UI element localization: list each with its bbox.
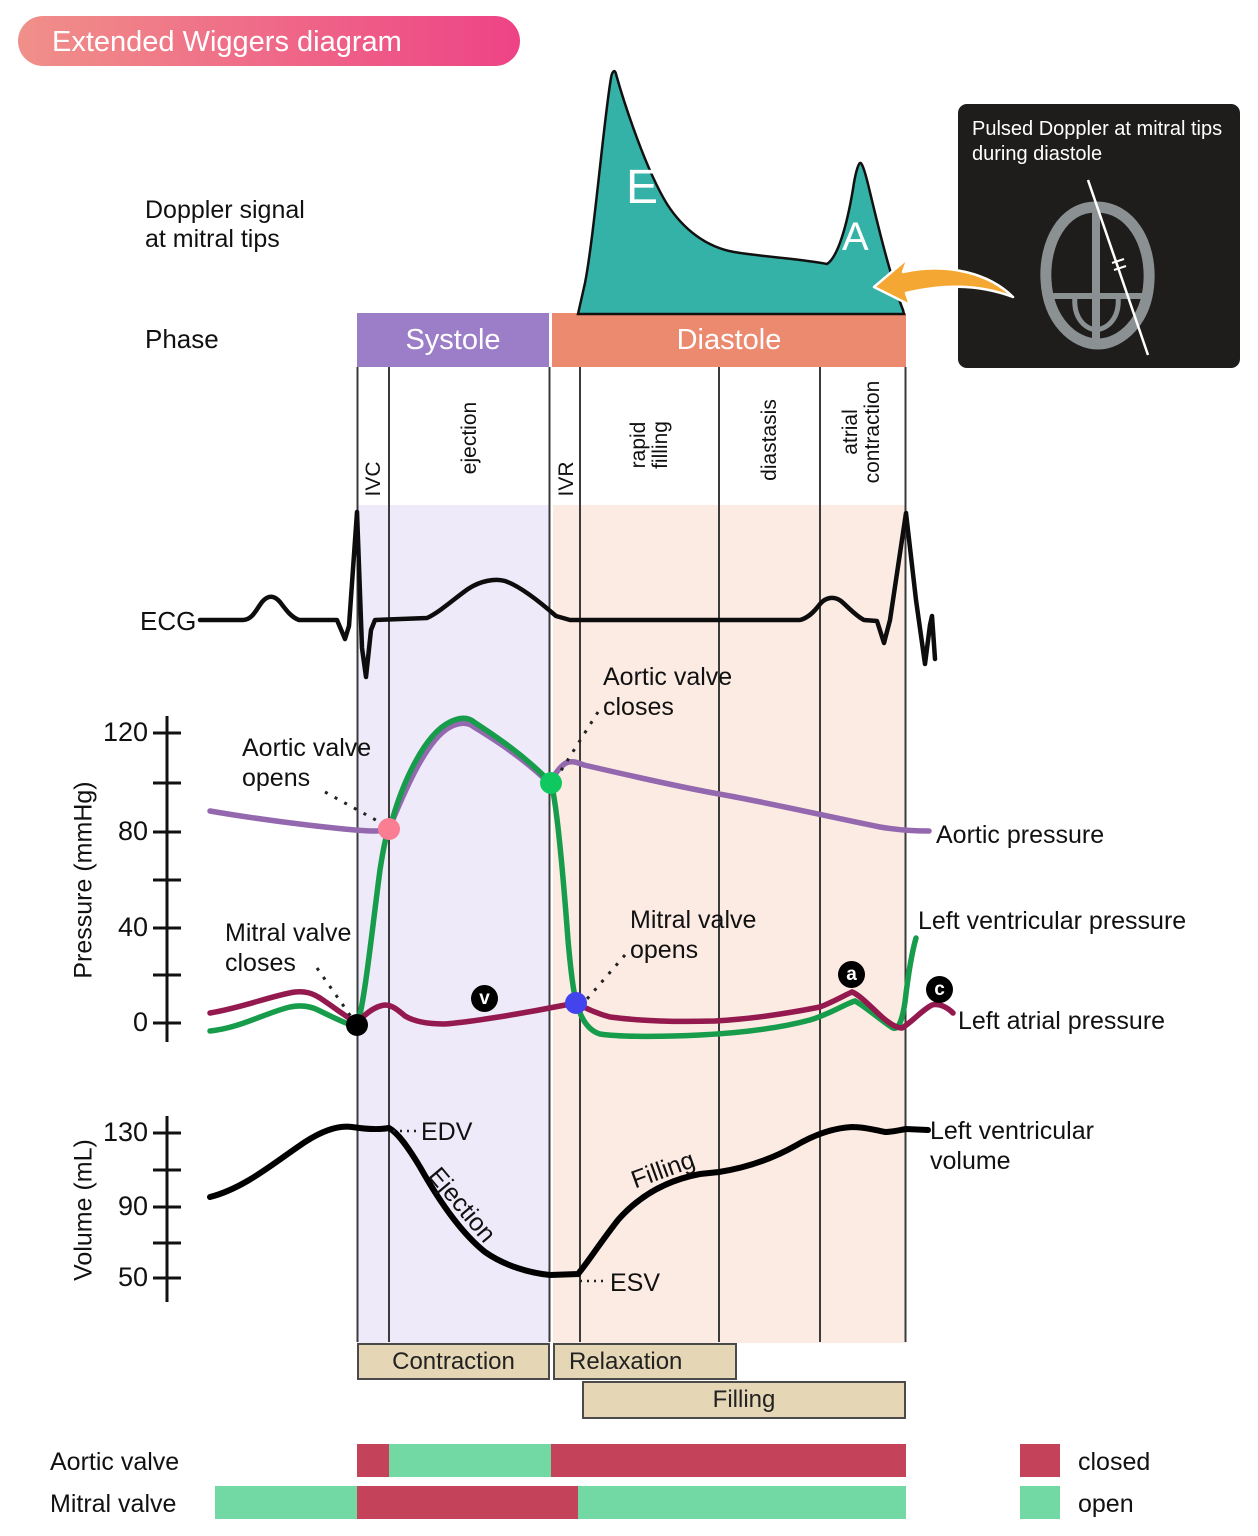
volume-tick-130: 130: [102, 1117, 148, 1147]
aortic-closed-segment-2: [551, 1444, 906, 1477]
pressure-tick-0: 0: [132, 1007, 148, 1037]
aortic-valve-row-label: Aortic valve: [50, 1448, 180, 1476]
contraction-bar-label: Contraction: [392, 1347, 515, 1375]
inset-caption-line1: Pulsed Doppler at mitral tips: [972, 118, 1223, 140]
ecg-label: ECG: [140, 606, 197, 636]
a-wave-label: A: [842, 215, 869, 259]
subphase-rapid-filling-line2: filling: [649, 421, 672, 469]
diastole-phase-bar: Diastole: [552, 313, 906, 367]
mitral-open-segment-2: [578, 1486, 906, 1519]
legend-open-swatch: [1020, 1486, 1060, 1519]
esv-label: ESV: [610, 1269, 661, 1297]
pressure-tick-120: 120: [102, 717, 148, 747]
doppler-inset-box: Pulsed Doppler at mitral tips during dia…: [958, 104, 1240, 368]
doppler-signal-label-line1: Doppler signal: [145, 196, 305, 224]
mitral-opens-annotation: Mitral valve opens: [630, 905, 756, 965]
volume-tick-50: 50: [117, 1262, 148, 1292]
aortic-closes-annotation: Aortic valve closes: [603, 662, 732, 722]
systole-phase-bar: Systole: [357, 313, 549, 367]
pressure-axis-label: Pressure (mmHg): [69, 781, 98, 979]
edv-label: EDV: [421, 1118, 473, 1146]
inset-caption-line2: during diastole: [972, 143, 1103, 165]
subphase-ivc: IVC: [362, 461, 385, 497]
doppler-signal-label-line2: at mitral tips: [145, 225, 280, 253]
e-wave-label: E: [626, 161, 659, 214]
aortic-valve-state-bar: [357, 1444, 906, 1477]
mitral-closes-line1: Mitral valve: [225, 919, 352, 947]
systole-label: Systole: [405, 323, 501, 356]
v-wave-badge: v: [471, 985, 498, 1012]
phase-label: Phase: [145, 324, 219, 354]
pressure-axis: [153, 716, 181, 1042]
aortic-closed-segment: [357, 1444, 389, 1477]
mitral-closed-segment: [357, 1486, 578, 1519]
mitral-valve-state-bar: [215, 1486, 906, 1519]
volume-tick-90: 90: [117, 1191, 148, 1221]
lv-volume-label-line1: Left ventricular: [930, 1117, 1094, 1145]
aortic-closes-line2: closes: [603, 693, 674, 721]
mitral-closes-line2: closes: [225, 949, 296, 977]
lv-volume-label: Left ventricular volume: [930, 1116, 1094, 1176]
contraction-bar: Contraction: [357, 1343, 550, 1380]
subphase-ivr-text: IVR: [555, 461, 578, 497]
subphase-ivr: IVR: [555, 461, 578, 497]
c-wave-badge: c: [926, 976, 953, 1003]
aortic-pressure-label: Aortic pressure: [936, 821, 1105, 849]
aortic-open-segment: [389, 1444, 551, 1477]
volume-axis-label: Volume (mL): [69, 1139, 98, 1281]
title-banner: Extended Wiggers diagram: [18, 16, 520, 66]
page-title: Extended Wiggers diagram: [52, 26, 402, 58]
mitral-closes-annotation: Mitral valve closes: [225, 918, 351, 978]
la-pressure-label: Left atrial pressure: [958, 1007, 1166, 1035]
subphase-atrial-contraction-line2: contraction: [861, 380, 884, 484]
aortic-opens-line1: Aortic valve: [242, 734, 372, 762]
aortic-opens-line2: opens: [242, 764, 311, 792]
subphase-rapid-filling: rapid filling: [627, 421, 672, 469]
mitral-open-segment: [215, 1486, 357, 1519]
subphase-diastasis: diastasis: [758, 399, 781, 481]
diastole-label: Diastole: [676, 323, 782, 356]
legend-open-label: open: [1078, 1490, 1134, 1518]
mitral-opens-line1: Mitral valve: [630, 906, 757, 934]
volume-axis: [153, 1116, 181, 1302]
lv-volume-label-line2: volume: [930, 1147, 1011, 1175]
a-wave-badge: a: [838, 961, 865, 988]
subphase-ejection: ejection: [458, 401, 481, 475]
subphase-diastasis-text: diastasis: [758, 399, 781, 481]
relaxation-bar: Relaxation: [553, 1343, 737, 1380]
subphase-ejection-text: ejection: [458, 401, 481, 475]
doppler-signal-label: Doppler signal at mitral tips: [145, 196, 305, 254]
subphase-atrial-contraction: atrial contraction: [839, 380, 884, 484]
relaxation-bar-label: Relaxation: [569, 1347, 683, 1375]
lv-pressure-label: Left ventricular pressure: [918, 907, 1187, 935]
filling-bar-label: Filling: [712, 1386, 776, 1413]
filling-bar: Filling: [582, 1381, 906, 1419]
pressure-tick-80: 80: [117, 816, 148, 846]
legend-closed-swatch: [1020, 1444, 1060, 1477]
subphase-atrial-contraction-line1: atrial: [839, 409, 862, 455]
aortic-opens-annotation: Aortic valve opens: [242, 733, 371, 793]
mitral-opens-line2: opens: [630, 936, 699, 964]
legend-closed-label: closed: [1078, 1448, 1151, 1476]
mitral-valve-row-label: Mitral valve: [50, 1490, 177, 1518]
subphase-rapid-filling-line1: rapid: [627, 421, 650, 469]
subphase-ivc-text: IVC: [362, 461, 385, 497]
pressure-tick-40: 40: [117, 912, 148, 942]
inset-caption: Pulsed Doppler at mitral tips during dia…: [972, 117, 1222, 167]
aortic-closes-line1: Aortic valve: [603, 663, 733, 691]
